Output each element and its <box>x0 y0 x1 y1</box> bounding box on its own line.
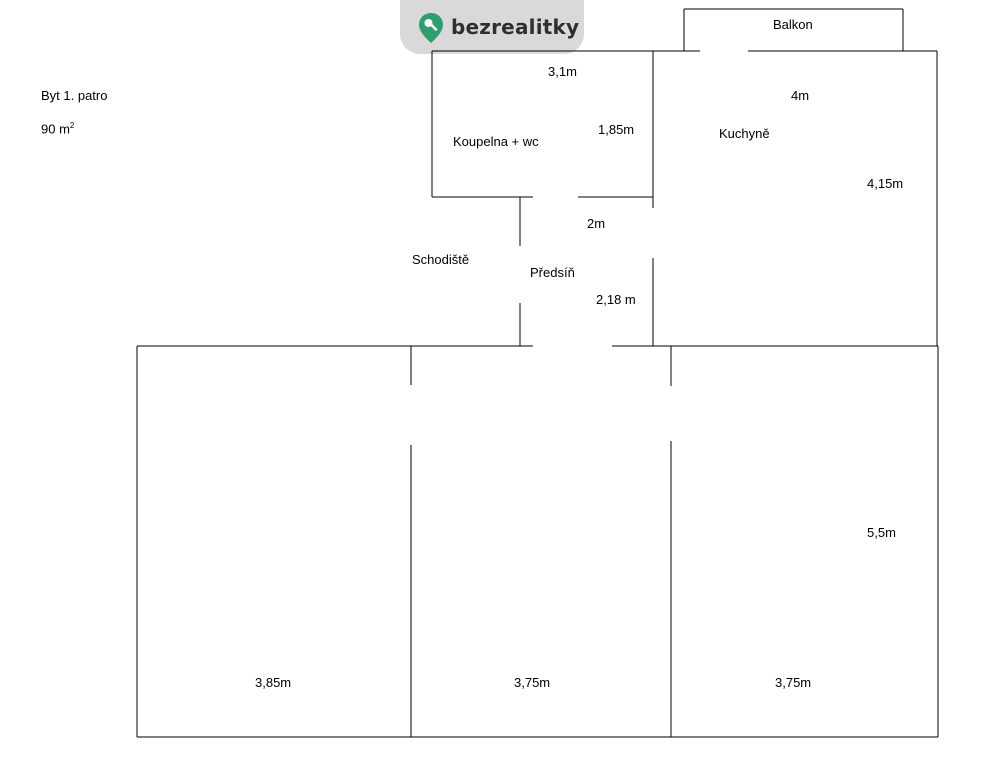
plan-area-unit: 2 <box>69 121 75 130</box>
map-pin-icon <box>419 13 443 43</box>
dim-hall-height: 2,18 m <box>596 292 636 307</box>
dim-room-left-width: 3,85m <box>255 675 292 690</box>
room-label-bathroom: Koupelna + wc <box>453 134 539 149</box>
dim-bathroom-width: 3,1m <box>548 64 577 79</box>
room-label-stairs: Schodiště <box>412 252 470 267</box>
dim-room-right-width: 3,75m <box>775 675 812 690</box>
plan-title: Byt 1. patro <box>41 88 108 103</box>
dim-kitchen-height: 4,15m <box>867 176 904 191</box>
dim-hall-width: 2m <box>587 216 606 231</box>
plan-area: 90 m2 <box>41 121 75 137</box>
room-label-hallway: Předsíň <box>530 265 575 280</box>
room-label-balcony: Balkon <box>773 17 813 32</box>
plan-area-value: 90 m <box>41 121 70 137</box>
room-label-kitchen: Kuchyně <box>719 126 770 141</box>
dim-bathroom-height: 1,85m <box>598 122 635 137</box>
brand-name[interactable]: bezrealitky <box>451 15 580 39</box>
dim-room-mid-width: 3,75m <box>514 675 551 690</box>
dim-kitchen-width: 4m <box>791 88 810 103</box>
dim-rooms-height: 5,5m <box>867 525 896 540</box>
